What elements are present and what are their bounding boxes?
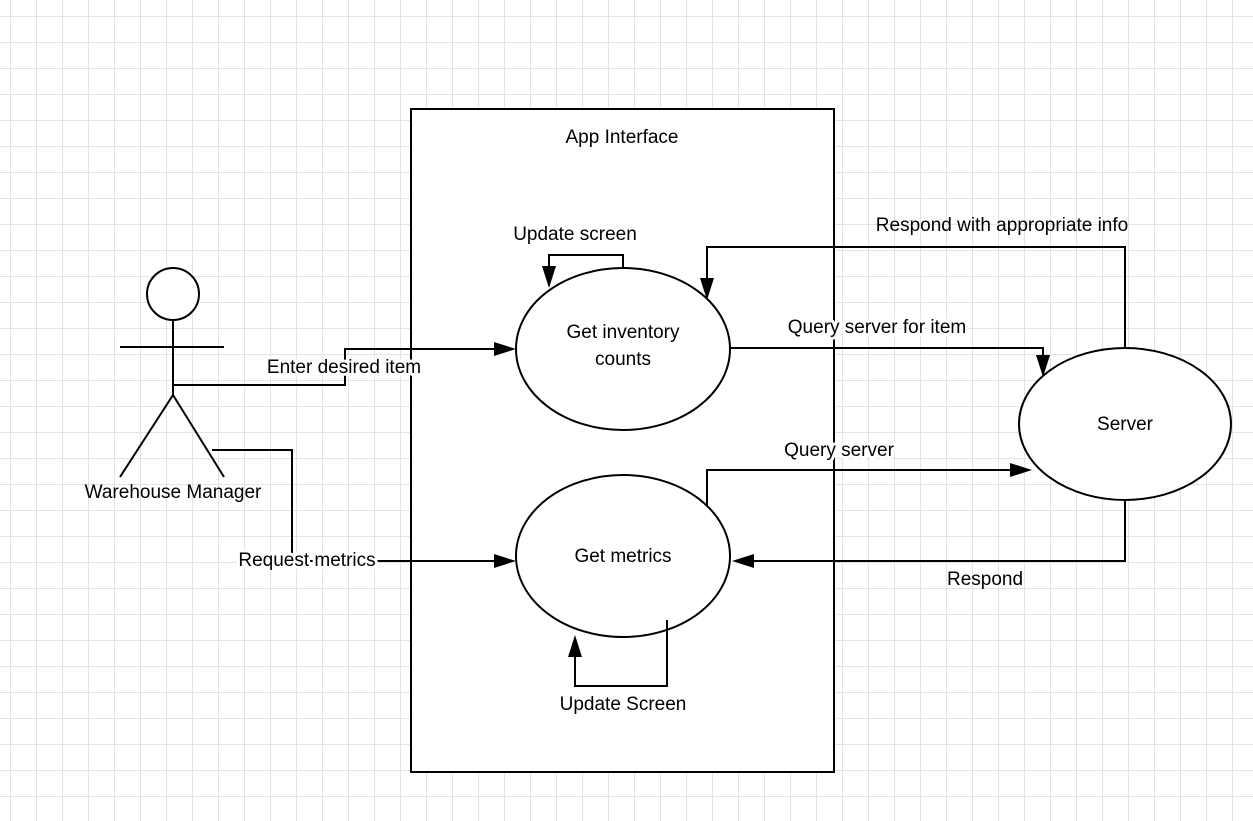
use-case-server-label: Server <box>1097 414 1154 435</box>
use-case-inventory-line2: counts <box>595 349 651 370</box>
self-loop-update-screen-top[interactable] <box>542 254 624 288</box>
connector-respond-info[interactable] <box>700 246 1126 348</box>
self-loop-update-screen-top-arrowhead <box>542 266 556 288</box>
connector-request-metrics-arrowhead <box>494 554 516 568</box>
connector-respond-info-line <box>706 246 1126 348</box>
actor-stick-figure[interactable] <box>119 267 225 478</box>
connector-enter-item-arrowhead <box>494 342 516 356</box>
use-case-inventory-line1: Get inventory <box>567 322 680 343</box>
self-loop-update-screen-bottom-label: Update Screen <box>560 694 687 715</box>
connector-request-metrics[interactable] <box>212 449 516 568</box>
connector-request-metrics-label: Request metrics <box>238 550 375 571</box>
self-loop-update-screen-bottom[interactable] <box>568 620 668 687</box>
connector-query-item[interactable] <box>730 347 1050 377</box>
system-boundary-box[interactable] <box>410 108 835 773</box>
self-loop-update-screen-bottom-line <box>574 620 668 687</box>
connector-request-metrics-line <box>212 449 496 562</box>
actor-label: Warehouse Manager <box>85 482 262 503</box>
self-loop-update-screen-bottom-arrowhead <box>568 635 582 657</box>
actor-left-leg <box>119 394 174 478</box>
connector-respond[interactable] <box>732 500 1126 568</box>
connector-respond-line <box>752 500 1126 562</box>
connector-query-server-line <box>706 469 1012 506</box>
actor-right-leg <box>172 394 225 478</box>
connector-respond-arrowhead <box>732 554 754 568</box>
connector-query-server-arrowhead <box>1010 463 1032 477</box>
connector-respond-label: Respond <box>947 569 1023 590</box>
use-case-metrics-label: Get metrics <box>574 546 671 567</box>
actor-head <box>146 267 200 321</box>
connector-respond-info-label: Respond with appropriate info <box>876 215 1128 236</box>
connector-respond-info-arrowhead <box>700 278 714 300</box>
connector-query-item-arrowhead <box>1036 355 1050 377</box>
connector-enter-item-line <box>173 348 496 386</box>
connector-query-item-label: Query server for item <box>788 317 966 338</box>
self-loop-update-screen-top-line <box>548 254 624 268</box>
connector-query-server-label: Query server <box>784 440 894 461</box>
use-case-metrics[interactable] <box>515 474 731 638</box>
system-boundary-title: App Interface <box>565 127 678 148</box>
connector-query-server[interactable] <box>706 463 1032 506</box>
connector-enter-item[interactable] <box>173 342 516 386</box>
self-loop-update-screen-top-label: Update screen <box>513 224 637 245</box>
connector-enter-item-label: Enter desired item <box>267 357 421 378</box>
connector-query-item-line <box>730 347 1044 357</box>
